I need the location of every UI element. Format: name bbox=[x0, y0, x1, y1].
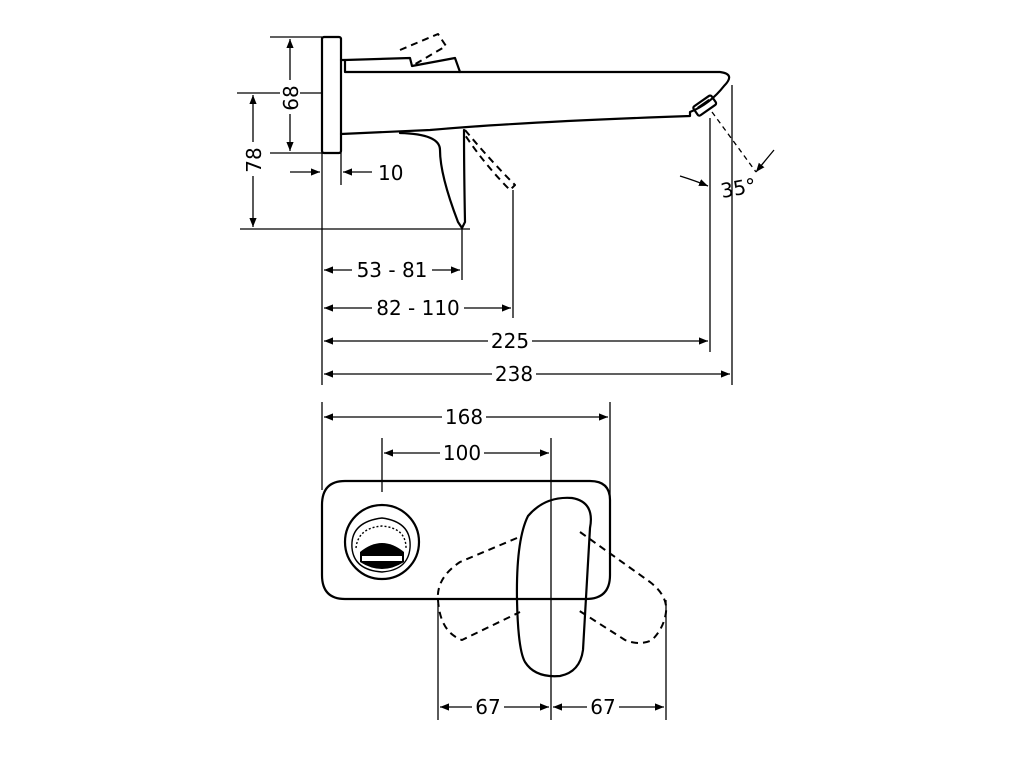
dim-label-68: 68 bbox=[279, 85, 303, 110]
wall-plate bbox=[320, 35, 343, 155]
dim-label-67-left: 67 bbox=[475, 695, 500, 719]
lever-base bbox=[343, 56, 462, 74]
angle-arc-right bbox=[755, 149, 775, 173]
lever-swung-left bbox=[436, 537, 521, 641]
dim-label-100: 100 bbox=[443, 441, 481, 465]
side-view: 68 78 10 53 - 81 82 - 110 225 238 35° bbox=[237, 33, 775, 386]
dim-label-78: 78 bbox=[242, 147, 266, 172]
angle-arc-left bbox=[679, 175, 709, 187]
lever-handle bbox=[398, 128, 467, 230]
front-view: 168 100 67 67 bbox=[320, 402, 668, 720]
dim-label-67-right: 67 bbox=[590, 695, 615, 719]
lever-handle-swung bbox=[464, 129, 516, 191]
dim-label-238: 238 bbox=[495, 362, 533, 386]
lever-swung-right bbox=[577, 531, 668, 644]
spout-body bbox=[339, 58, 731, 136]
dim-label-225: 225 bbox=[491, 329, 529, 353]
lever-top-dashed bbox=[399, 33, 447, 67]
diverter-knob bbox=[343, 503, 421, 581]
aerator bbox=[692, 94, 718, 117]
dim-label-168: 168 bbox=[445, 405, 483, 429]
dim-label-35: 35° bbox=[719, 173, 758, 203]
dim-label-10: 10 bbox=[378, 161, 403, 185]
lever-front bbox=[515, 496, 592, 678]
flow-line bbox=[711, 111, 757, 173]
dim-label-53-81: 53 - 81 bbox=[357, 258, 428, 282]
dim-label-82-110: 82 - 110 bbox=[376, 296, 460, 320]
